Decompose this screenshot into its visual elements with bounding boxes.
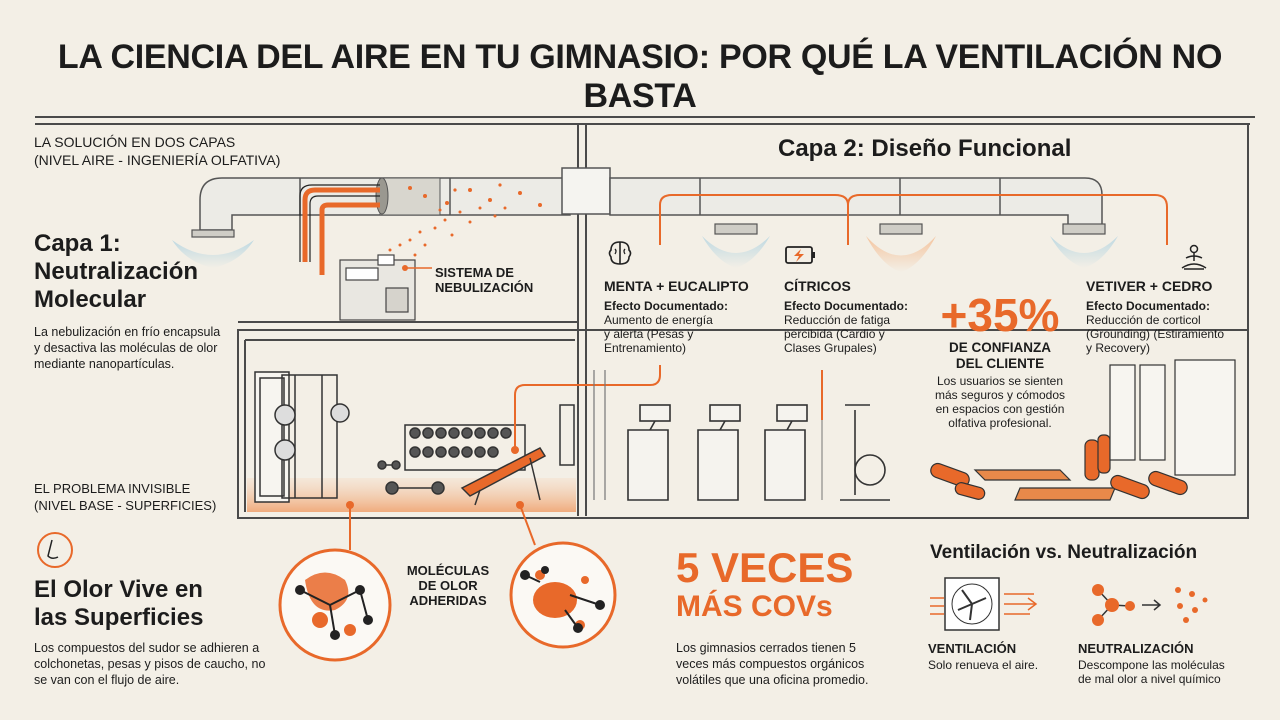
product-effect-label: Efecto Documentado: [1086, 299, 1211, 313]
weights-room [254, 371, 575, 506]
confidence-value: +35% [940, 289, 1060, 341]
neutralization-desc-line: Descompone las moléculas [1078, 658, 1225, 672]
surfaces-heading-line1: El Olor Vive en [34, 576, 203, 603]
molecules-label-line: DE OLOR [418, 578, 478, 593]
nebulizer-machine [339, 254, 416, 321]
problem-heading: EL PROBLEMA INVISIBLE (NIVEL BASE - SUPE… [34, 480, 216, 514]
surfaces-description: Los compuestos del sudor se adhieren a c… [34, 640, 265, 688]
ventilation-desc: Solo renueva el aire. [928, 658, 1039, 672]
product-menta: MENTA + EUCALIPTO Efecto Documentado: Au… [604, 278, 774, 355]
vocs-line2: MÁS COVs [676, 590, 833, 623]
confidence-label-line1: DE CONFIANZA [949, 340, 1051, 355]
fan-icon-graphic [930, 577, 1038, 631]
confidence-desc-line: más seguros y cómodos [934, 388, 1066, 402]
product-desc-line: (Grounding) (Estiramiento [1086, 327, 1225, 341]
vocs-stat: 5 VECES MÁS COVs Los gimnasios cerrados … [676, 546, 868, 688]
confidence-stat: +35% DE CONFIANZA DEL CLIENTE Los usuari… [925, 290, 1075, 430]
solution-subtitle: (NIVEL AIRE - INGENIERÍA OLFATIVA) [34, 152, 281, 168]
product-desc-line: Entrenamiento) [604, 341, 687, 355]
stretching-area [930, 359, 1236, 501]
problem-subtitle: (NIVEL BASE - SUPERFICIES) [34, 498, 217, 513]
neutralization-block: NEUTRALIZACIÓN Descompone las moléculas … [1078, 641, 1225, 686]
nebulizer-pipes [302, 187, 380, 275]
page-title: LA CIENCIA DEL AIRE EN TU GIMNASIO: POR … [57, 38, 1223, 115]
molecule-circle-right [509, 541, 617, 649]
nebulizer-label-line2: NEBULIZACIÓN [435, 280, 534, 295]
product-desc-line: y Recovery) [1086, 341, 1151, 355]
product-name: CÍTRICOS [784, 278, 851, 294]
layer1-heading-line1: Capa 1: [34, 230, 121, 257]
product-desc-line: Aumento de energía [604, 313, 713, 327]
vocs-desc-line: Los gimnasios cerrados tienen 5 [676, 641, 856, 655]
layer1-desc-line2: y desactiva las moléculas de olor [34, 341, 218, 355]
nebulizer-label-line1: SISTEMA DE [435, 265, 514, 280]
molecules-label: MOLÉCULAS DE OLOR ADHERIDAS [398, 563, 498, 608]
molecules-label-line: ADHERIDAS [409, 593, 487, 608]
layer1-description: La nebulización en frío encapsula y desa… [34, 324, 220, 372]
product-desc-line: Clases Grupales) [784, 341, 877, 355]
confidence-desc-line: Los usuarios se sienten [936, 374, 1064, 388]
neutralization-title: NEUTRALIZACIÓN [1078, 641, 1194, 656]
ceiling-duct [199, 167, 1103, 231]
vocs-line1: 5 VECES [676, 544, 854, 591]
nebulizer-label: SISTEMA DE NEBULIZACIÓN [435, 265, 533, 295]
surfaces-block: El Olor Vive en las Superficies Los comp… [34, 576, 265, 688]
aroma-connector-lines [659, 194, 1168, 245]
layer1-heading-line3: Molecular [34, 286, 147, 313]
product-vetiver: VETIVER + CEDRO Efecto Documentado: Redu… [1086, 278, 1246, 355]
solution-heading: LA SOLUCIÓN EN DOS CAPAS (NIVEL AIRE - I… [34, 133, 280, 169]
layer1-block: Capa 1: Neutralización Molecular La nebu… [34, 230, 220, 372]
ventilation-title: VENTILACIÓN [928, 641, 1017, 656]
molecules-label-line: MOLÉCULAS [406, 563, 490, 578]
layer2-heading: Capa 2: Diseño Funcional [778, 135, 1072, 162]
product-name: VETIVER + CEDRO [1086, 278, 1213, 294]
meditation-icon [1181, 244, 1207, 270]
molecule-circle-left [278, 548, 392, 662]
layer1-heading-line2: Neutralización [34, 258, 199, 285]
neutralization-desc-line: de mal olor a nivel químico [1078, 672, 1221, 686]
vocs-desc-line: veces más compuestos orgánicos [676, 657, 865, 671]
confidence-desc-line: en espacios con gestión [935, 402, 1065, 416]
product-effect-label: Efecto Documentado: [604, 299, 729, 313]
surfaces-heading-line2: las Superficies [34, 604, 204, 631]
surfaces-desc-line: Los compuestos del sudor se adhieren a [34, 641, 260, 655]
vocs-desc-line: volátiles que una oficina promedio. [676, 673, 869, 687]
product-desc-line: Reducción de corticol [1086, 313, 1201, 327]
battery-charge-icon [785, 246, 815, 264]
solution-title: LA SOLUCIÓN EN DOS CAPAS [34, 134, 236, 150]
molecule-breakdown-icon-graphic [1092, 584, 1208, 626]
vocs-description: Los gimnasios cerrados tienen 5 veces má… [676, 640, 868, 688]
product-citricos: CÍTRICOS Efecto Documentado: Reducción d… [784, 278, 929, 355]
confidence-label-line2: DEL CLIENTE [955, 356, 1045, 371]
product-desc-line: y alerta (Pesas y [604, 327, 694, 341]
layer1-desc-line1: La nebulización en frío encapsula [34, 325, 221, 339]
filter-cartridge [375, 177, 542, 216]
surfaces-desc-line: se van con el flujo de aire. [34, 673, 180, 687]
product-effect-label: Efecto Documentado: [784, 299, 909, 313]
nose-icon-graphic [37, 532, 73, 568]
brain-icon [608, 241, 632, 265]
product-name: MENTA + EUCALIPTO [604, 278, 749, 294]
confidence-desc-line: olfativa profesional. [948, 416, 1052, 430]
air-diffusers [191, 223, 1106, 238]
product-desc-line: Reducción de fatiga [784, 313, 891, 327]
problem-title: EL PROBLEMA INVISIBLE [34, 481, 191, 496]
cardio-equipment [627, 404, 890, 501]
surfaces-desc-line: colchonetas, pesas y pisos de caucho, no [34, 657, 266, 671]
compare-heading: Ventilación vs. Neutralización [930, 542, 1198, 563]
product-desc-line: percibida (Cardio y [784, 327, 885, 341]
ventilation-block: VENTILACIÓN Solo renueva el aire. [928, 641, 1038, 672]
layer1-desc-line3: mediante nanopartículas. [34, 357, 175, 371]
nebulization-spray [388, 206, 507, 257]
